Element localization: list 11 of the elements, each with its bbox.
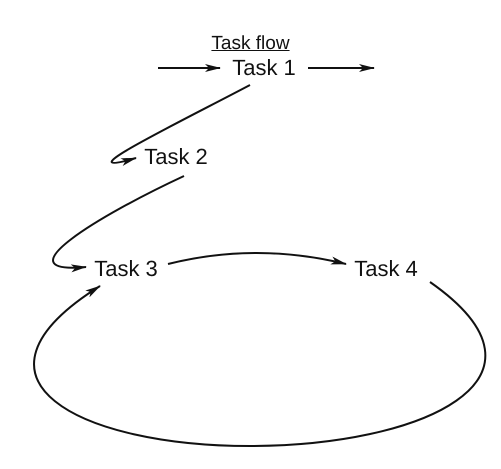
arrow <box>34 281 486 447</box>
arrow <box>111 84 250 166</box>
task-label: Task 4 <box>346 254 426 284</box>
task-label: Task 1 <box>220 53 308 83</box>
arrow <box>52 175 184 272</box>
task-label: Task 2 <box>136 142 216 172</box>
task-label: Task 3 <box>86 254 166 284</box>
arrow <box>158 64 221 72</box>
arrow <box>168 252 347 265</box>
diagram-title: Task flow <box>211 33 290 54</box>
arrow <box>308 64 375 72</box>
